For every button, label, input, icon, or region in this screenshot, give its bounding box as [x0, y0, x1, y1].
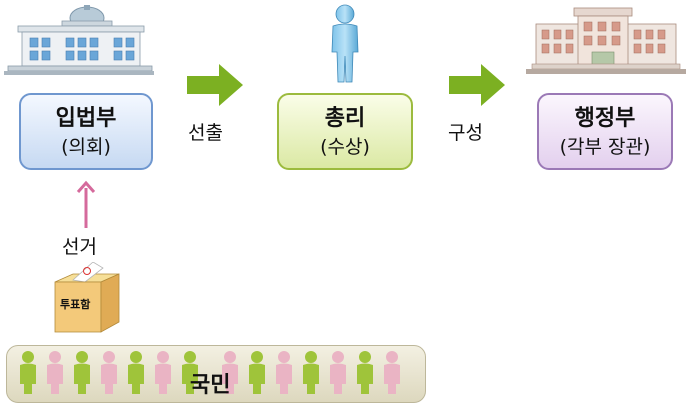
executive-node: 행정부 (각부 장관) [537, 93, 673, 170]
ballot-box-label: 투표함 [60, 298, 91, 311]
parliament-building-icon [4, 4, 154, 76]
prime-minister-subtitle: (수상) [320, 135, 370, 158]
prime-minister-node: 총리 (수상) [277, 93, 413, 170]
arrow-right-icon [187, 64, 243, 106]
government-building-icon [526, 6, 686, 78]
legislature-node: 입법부 (의회) [19, 93, 153, 170]
legislature-title: 입법부 [55, 105, 117, 131]
edge-label-form: 구성 [448, 122, 483, 144]
people-label: 국민 [190, 373, 231, 398]
executive-subtitle: (각부 장관) [559, 135, 651, 158]
ballot-box-icon [53, 261, 121, 334]
prime-minister-title: 총리 [324, 105, 366, 131]
arrow-up-icon [76, 180, 96, 228]
executive-title: 행정부 [574, 105, 636, 131]
edge-label-vote: 선거 [62, 236, 97, 258]
person-icon [330, 4, 360, 84]
legislature-subtitle: (의회) [61, 135, 111, 158]
arrow-right-icon [449, 64, 505, 106]
edge-label-elect: 선출 [188, 122, 223, 144]
